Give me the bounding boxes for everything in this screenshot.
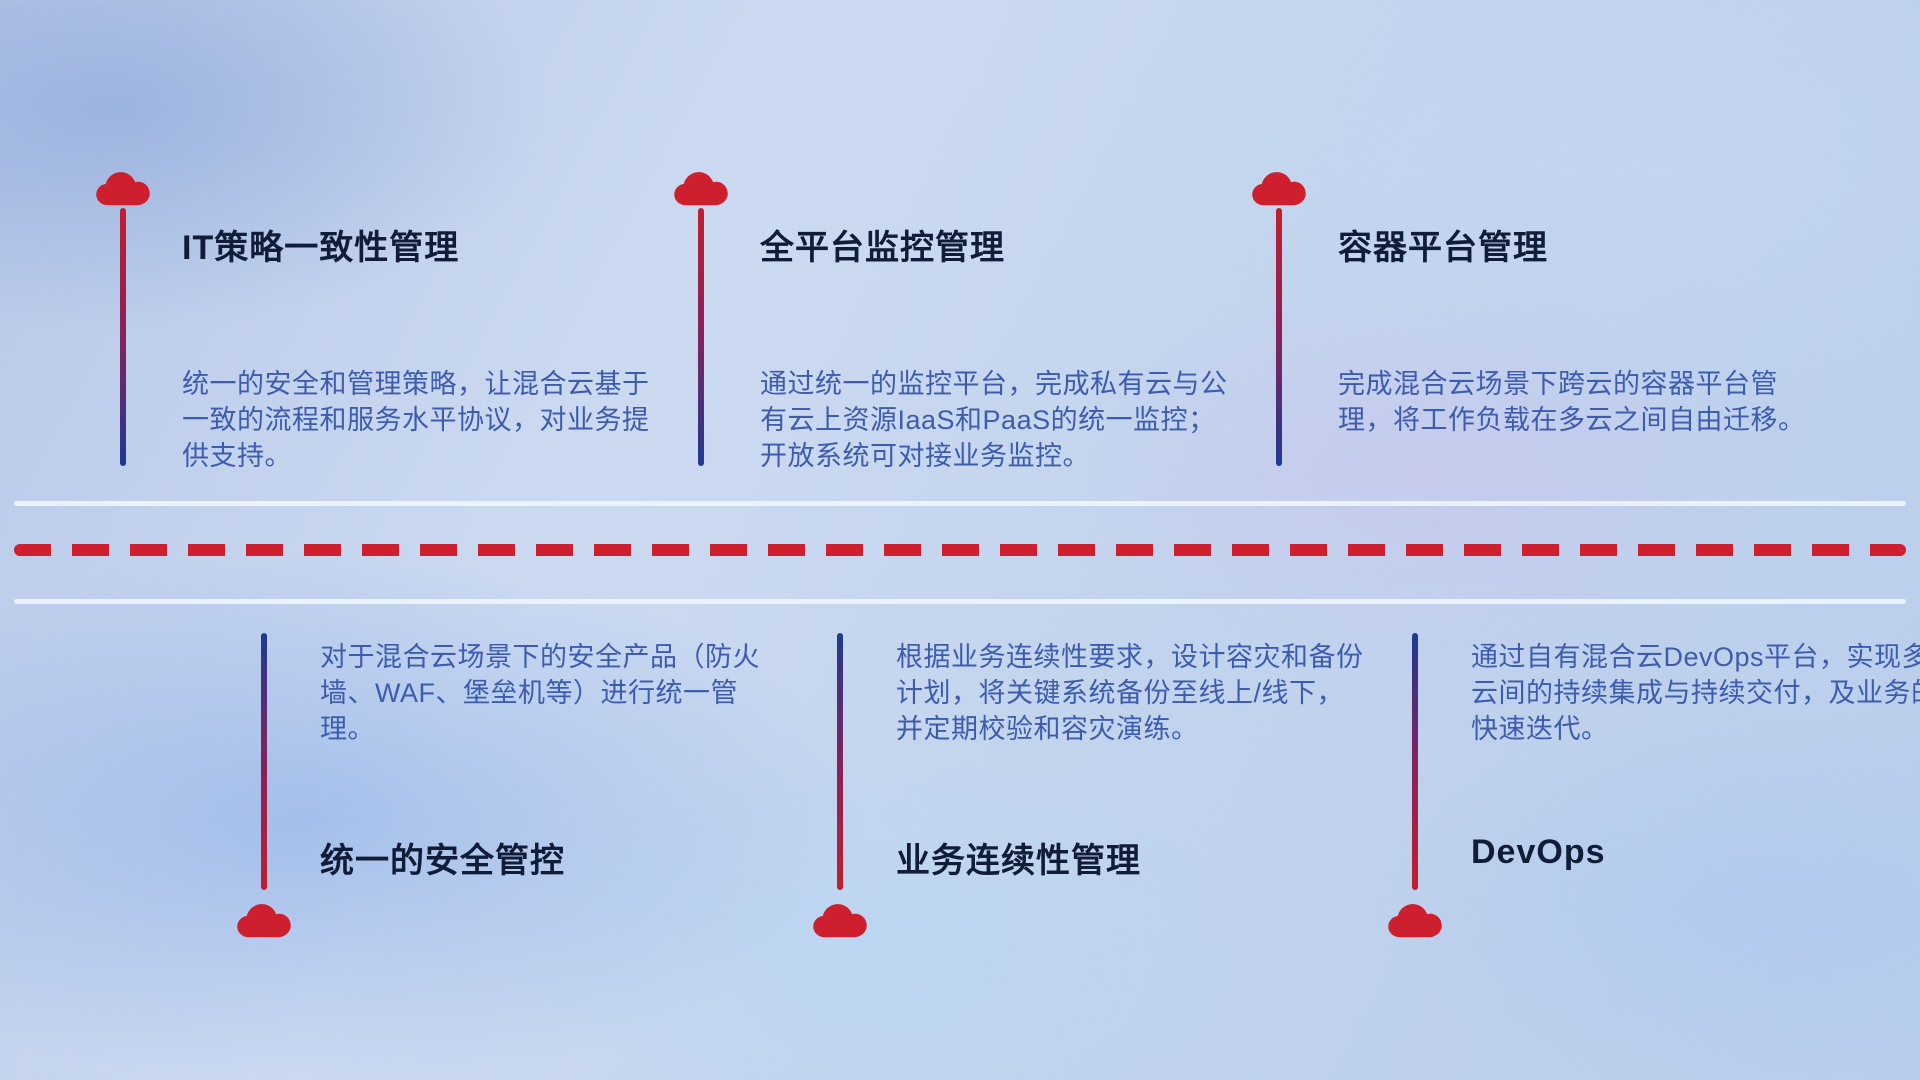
timeline-stem bbox=[1276, 208, 1282, 466]
timeline-stem bbox=[1412, 633, 1418, 890]
timeline-item-it-policy: IT策略一致性管理 统一的安全和管理策略，让混合云基于一致的流程和服务水平协议，… bbox=[94, 168, 654, 478]
item-title: 容器平台管理 bbox=[1338, 229, 1548, 267]
item-title: 统一的安全管控 bbox=[320, 842, 565, 880]
timeline-stem bbox=[120, 208, 126, 466]
item-description: 完成混合云场景下跨云的容器平台管理，将工作负载在多云之间自由迁移。 bbox=[1338, 369, 1806, 435]
divider-line-upper bbox=[14, 501, 1906, 506]
item-title: IT策略一致性管理 bbox=[182, 229, 460, 267]
cloud-icon bbox=[811, 900, 869, 940]
item-title: 业务连续性管理 bbox=[896, 842, 1141, 880]
item-title: DevOps bbox=[1471, 833, 1606, 871]
cloud-icon bbox=[672, 168, 730, 208]
cloud-icon bbox=[1250, 168, 1308, 208]
item-description: 根据业务连续性要求，设计容灾和备份计划，将关键系统备份至线上/线下，并定期校验和… bbox=[896, 642, 1364, 744]
timeline-item-security-control: 对于混合云场景下的安全产品（防火墙、WAF、堡垒机等）进行统一管理。 统一的安全… bbox=[235, 633, 795, 953]
item-description: 统一的安全和管理策略，让混合云基于一致的流程和服务水平协议，对业务提供支持。 bbox=[182, 369, 650, 471]
timeline-item-monitoring: 全平台监控管理 通过统一的监控平台，完成私有云与公有云上资源IaaS和PaaS的… bbox=[672, 168, 1232, 478]
cloud-icon bbox=[94, 168, 152, 208]
timeline-item-container-platform: 容器平台管理 完成混合云场景下跨云的容器平台管理，将工作负载在多云之间自由迁移。 bbox=[1250, 168, 1810, 478]
cloud-icon bbox=[1386, 900, 1444, 940]
divider-dashed-line bbox=[14, 544, 1906, 556]
item-description: 通过统一的监控平台，完成私有云与公有云上资源IaaS和PaaS的统一监控；开放系… bbox=[760, 369, 1228, 471]
timeline-stem bbox=[261, 633, 267, 890]
timeline-item-business-continuity: 根据业务连续性要求，设计容灾和备份计划，将关键系统备份至线上/线下，并定期校验和… bbox=[811, 633, 1371, 953]
timeline-stem bbox=[698, 208, 704, 466]
divider-line-lower bbox=[14, 599, 1906, 604]
item-description: 通过自有混合云DevOps平台，实现多云间的持续集成与持续交付，及业务的快速迭代… bbox=[1471, 642, 1920, 744]
item-description: 对于混合云场景下的安全产品（防火墙、WAF、堡垒机等）进行统一管理。 bbox=[320, 642, 760, 744]
cloud-icon bbox=[235, 900, 293, 940]
timeline-item-devops: 通过自有混合云DevOps平台，实现多云间的持续集成与持续交付，及业务的快速迭代… bbox=[1386, 633, 1920, 953]
item-title: 全平台监控管理 bbox=[760, 229, 1005, 267]
timeline-stem bbox=[837, 633, 843, 890]
